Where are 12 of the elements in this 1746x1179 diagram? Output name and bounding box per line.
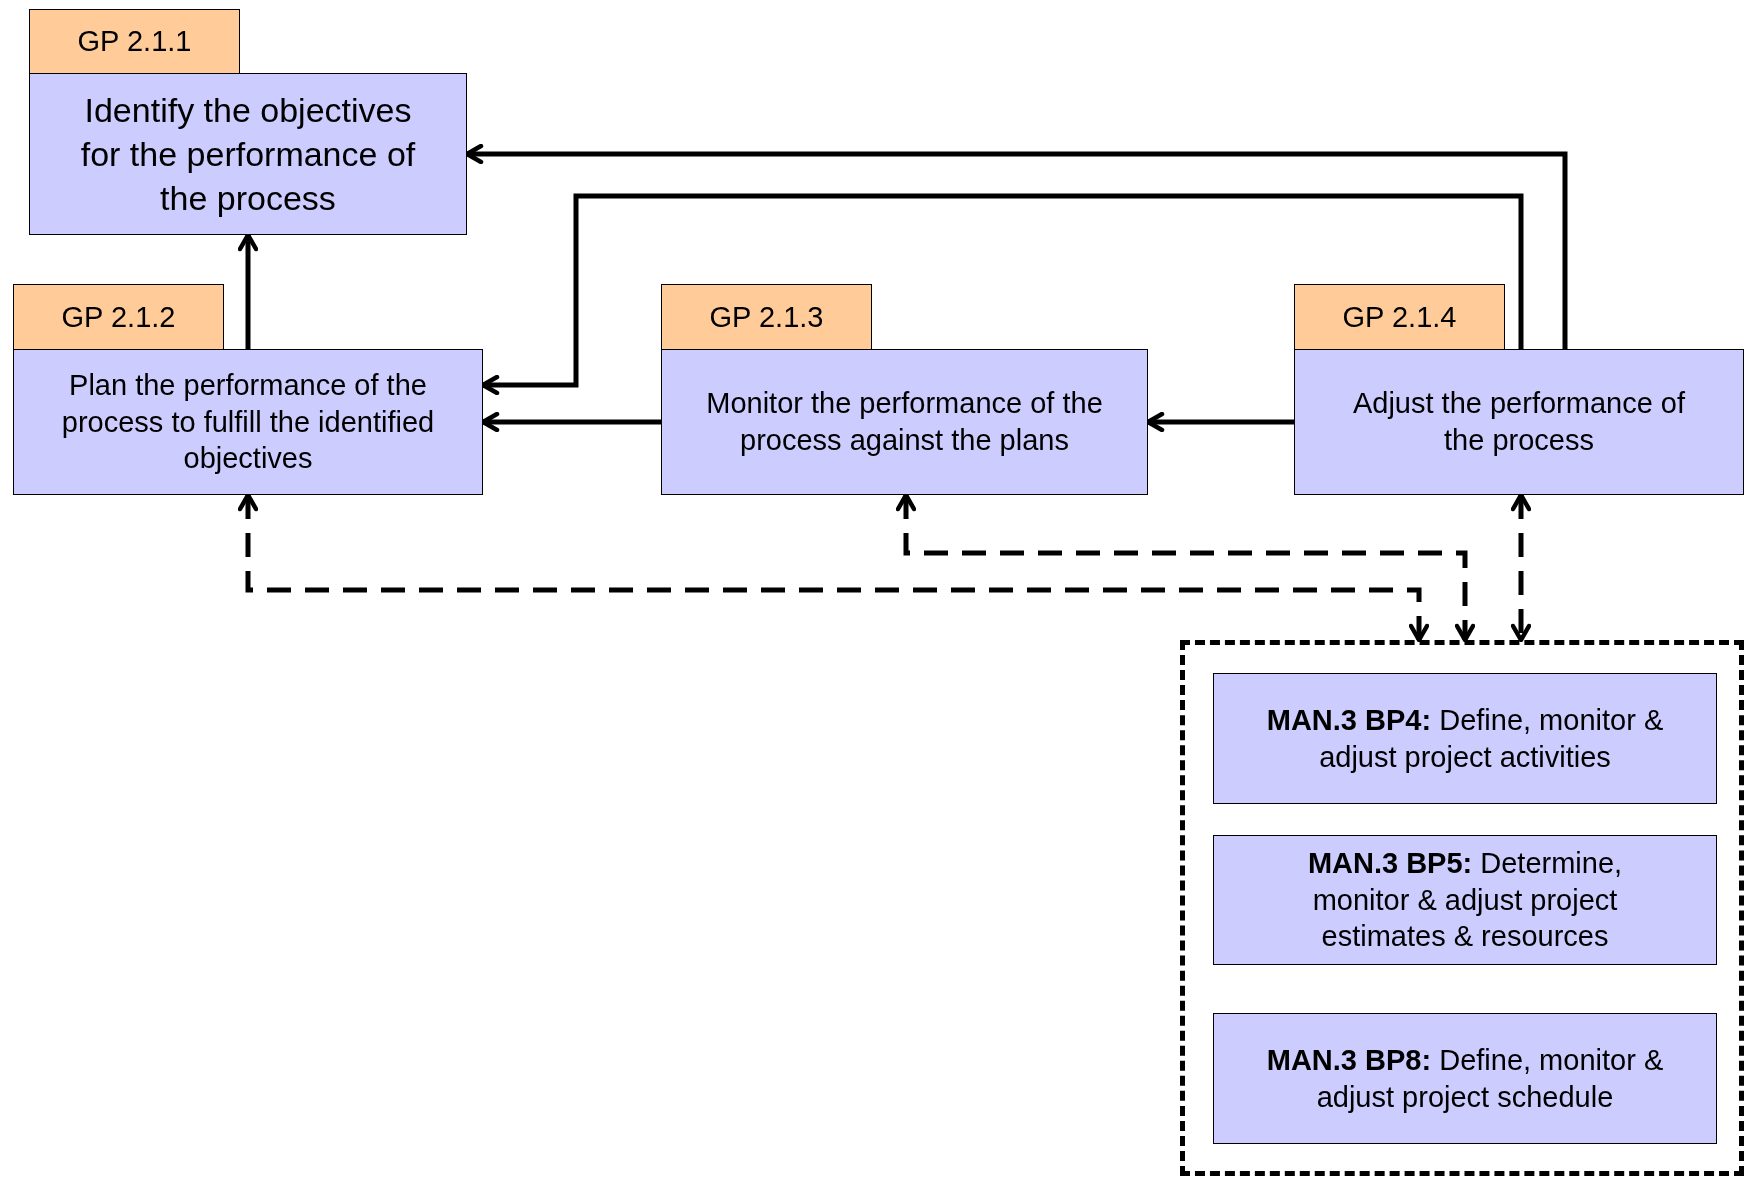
tab-label: GP 2.1.3 [661, 284, 872, 350]
process-box: Identify the objectives for the performance of the process [29, 73, 467, 235]
dashed-group-frame [1180, 640, 1744, 1176]
practice-box: MAN.3 BP4: Define, monitor & adjust project activities [1213, 673, 1717, 804]
process-box: Monitor the performance of the process against the plans [661, 349, 1148, 495]
tab-label: GP 2.1.2 [13, 284, 224, 350]
tab-label: GP 2.1.1 [29, 9, 240, 74]
practice-box: MAN.3 BP5: Determine, monitor & adjust project estimates & resources [1213, 835, 1717, 965]
process-box: Adjust the performance of the process [1294, 349, 1744, 495]
practice-box: MAN.3 BP8: Define, monitor & adjust project schedule [1213, 1013, 1717, 1144]
process-box: Plan the performance of the process to fulfill the identified objectives [13, 349, 483, 495]
tab-label: GP 2.1.4 [1294, 284, 1505, 350]
